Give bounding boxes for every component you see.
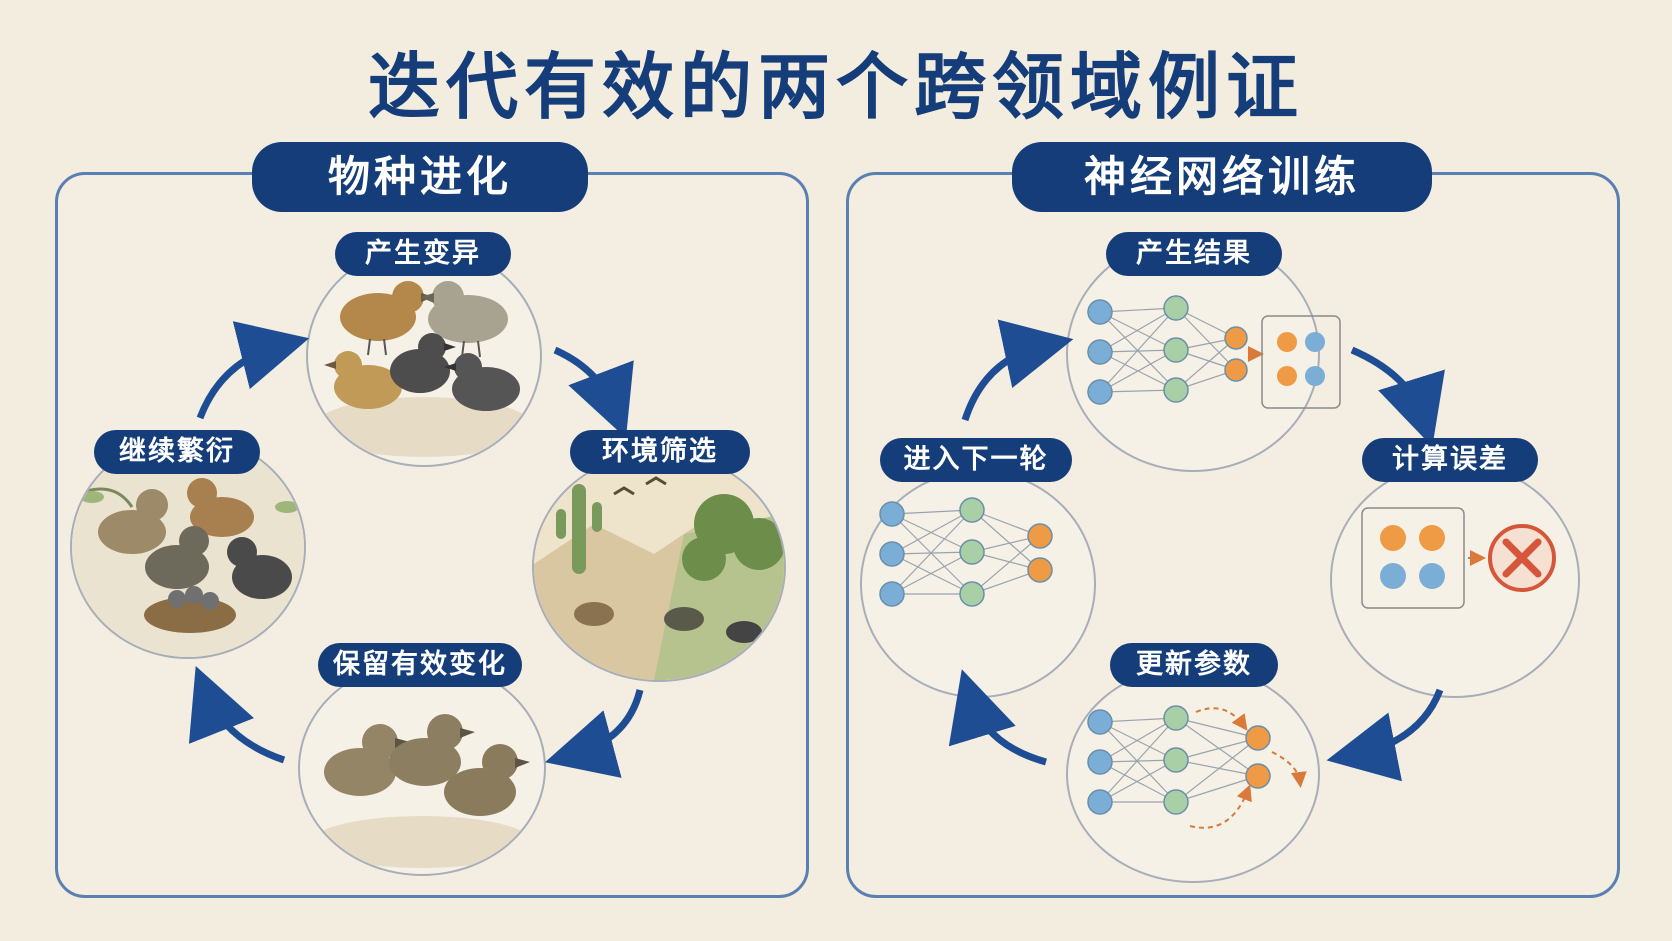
next-round-illustration [860, 470, 1096, 698]
finch-bird-icon [390, 333, 456, 393]
finch-bird-icon [227, 537, 292, 599]
training-panel-title: 神经网络训练 [1012, 142, 1432, 212]
step-label-produce-results: 产生结果 [1106, 232, 1282, 276]
variation-illustration [306, 245, 542, 467]
step-label-variation: 产生变异 [335, 232, 511, 276]
step-label-reproduction: 继续繁衍 [94, 430, 260, 474]
evolution-panel-title: 物种进化 [252, 142, 588, 212]
finch-bird-icon [324, 724, 410, 796]
finch-bird-icon [98, 489, 168, 554]
finch-bird-icon [444, 353, 520, 411]
step-label-next-round: 进入下一轮 [880, 438, 1072, 482]
step-label-retention: 保留有效变化 [318, 643, 522, 687]
step-label-selection: 环境筛选 [570, 430, 750, 474]
selection-illustration [532, 452, 786, 682]
step-label-compute-error: 计算误差 [1362, 438, 1538, 482]
compute-error-illustration [1330, 462, 1580, 698]
finch-bird-icon [389, 714, 475, 786]
finch-bird-icon [324, 351, 402, 409]
nest-icon [144, 586, 236, 633]
step-label-update-parameters: 更新参数 [1110, 643, 1278, 687]
finch-bird-icon [444, 744, 530, 816]
finch-bird-icon [187, 478, 254, 537]
finch-bird-icon [340, 281, 434, 356]
retention-illustration [298, 660, 546, 876]
bush-icon [682, 494, 784, 581]
finch-bird-icon [145, 526, 209, 589]
cactus-icon [556, 484, 602, 574]
page-title: 迭代有效的两个跨领域例证 [367, 45, 1304, 129]
update-parameters-illustration [1066, 665, 1320, 883]
